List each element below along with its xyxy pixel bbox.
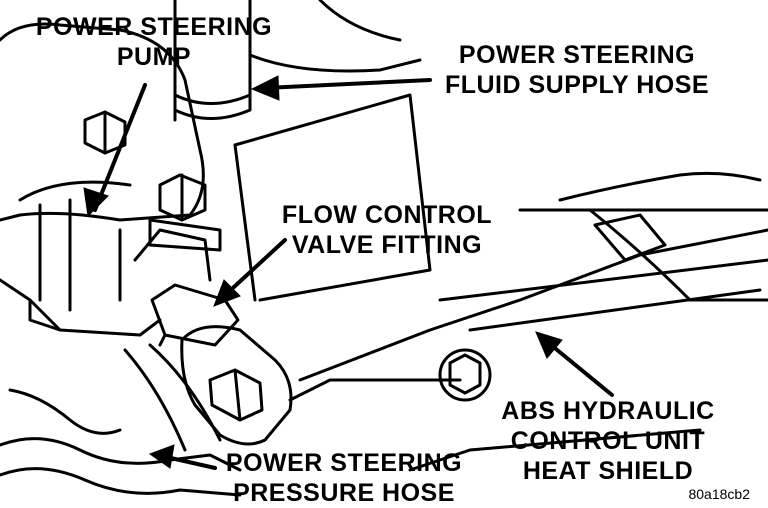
supply-hose-leader-arrow [250, 75, 432, 101]
mounting-bolts [83, 110, 222, 252]
pump-label: POWER STEERING PUMP [25, 12, 283, 72]
flow-valve-label: FLOW CONTROL VALVE FITTING [272, 200, 502, 260]
pump-leader-arrow [83, 83, 147, 218]
pressure-hose-label: POWER STEERING PRESSURE HOSE [214, 448, 474, 508]
heat-shield-drawing [233, 93, 768, 472]
heat-shield-label-line-2: CONTROL UNIT [510, 427, 706, 455]
pump-body [0, 22, 212, 337]
heat-shield-label: ABS HYDRAULIC CONTROL UNIT HEAT SHIELD [488, 396, 728, 486]
supply-hose-label-line-2: FLUID SUPPLY HOSE [444, 71, 710, 99]
supply-hose-label-line-1: POWER STEERING [458, 41, 696, 69]
supply-hose-drawing [173, 0, 422, 122]
pressure-hose-label-line-2: PRESSURE HOSE [233, 479, 455, 507]
pump-label-line-2: PUMP [116, 43, 192, 71]
heat-shield-label-line-3: HEAT SHIELD [522, 457, 694, 485]
pressure-hose-leader-arrow [148, 444, 217, 470]
valve-leader-arrow [213, 238, 287, 307]
shield-bolt [438, 348, 492, 402]
heat-shield-leader-arrow [535, 331, 614, 397]
supply-hose-label: POWER STEERING FLUID SUPPLY HOSE [432, 40, 722, 100]
pressure-hose-drawing [0, 343, 242, 497]
figure-id: 80a18cb2 [688, 486, 750, 502]
pump-label-line-1: POWER STEERING [35, 13, 273, 41]
pressure-hose-label-line-1: POWER STEERING [225, 449, 463, 477]
flow-valve-label-line-2: VALVE FITTING [291, 231, 483, 259]
heat-shield-label-line-1: ABS HYDRAULIC [501, 397, 715, 425]
valve-fitting-drawing [150, 283, 293, 446]
flow-valve-label-line-1: FLOW CONTROL [281, 201, 493, 229]
